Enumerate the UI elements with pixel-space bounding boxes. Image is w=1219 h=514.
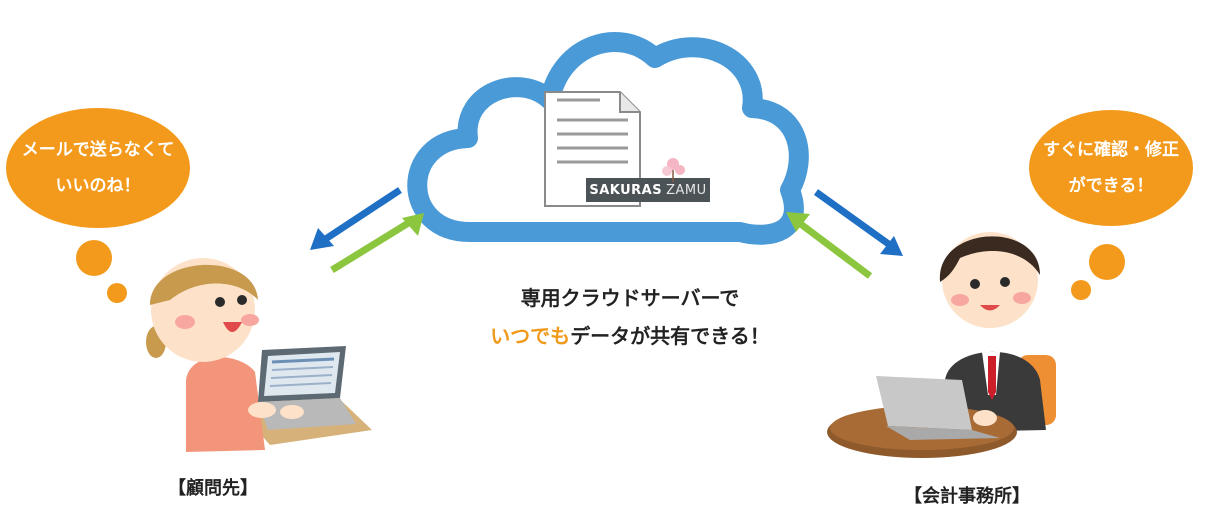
arrow-upload-left	[330, 213, 424, 273]
document-icon	[544, 91, 641, 207]
left-bubble-line1: メールで送らなくて	[21, 140, 175, 160]
left-bubble-text: メールで送らなくて いいのね！	[8, 132, 188, 204]
left-bubble-line2: いいのね！	[55, 176, 141, 196]
left-speech-bubble	[6, 108, 190, 303]
arrow-download-right	[813, 189, 903, 256]
arrow-download-left	[310, 187, 402, 250]
client-person-illustration	[146, 258, 372, 452]
center-caption-rest: データが共有できる！	[570, 324, 770, 348]
center-caption-line2: いつでもデータが共有できる！	[400, 320, 860, 349]
center-caption-text1: 専用クラウドサーバーで	[520, 286, 740, 310]
right-bubble-text: すぐに確認・修正 ができる！	[1030, 132, 1192, 204]
logo-text-left: SAKURAS	[589, 182, 663, 198]
center-caption-highlight: いつでも	[490, 324, 571, 348]
logo-text: SAKURAS ZAMU	[588, 180, 708, 200]
logo-text-right: ZAMU	[666, 182, 707, 198]
arrow-upload-right	[786, 212, 873, 279]
sakuraszamu-logo	[586, 158, 710, 202]
right-speech-bubble	[1029, 110, 1193, 300]
right-bubble-line1: すぐに確認・修正	[1043, 140, 1179, 160]
accountant-label: 【会計事務所】	[904, 486, 1030, 507]
accountant-person-illustration	[827, 232, 1056, 458]
right-bubble-line2: ができる！	[1068, 176, 1154, 196]
client-label: 【顧問先】	[168, 478, 258, 499]
center-caption-line1: 専用クラウドサーバーで	[400, 282, 860, 311]
